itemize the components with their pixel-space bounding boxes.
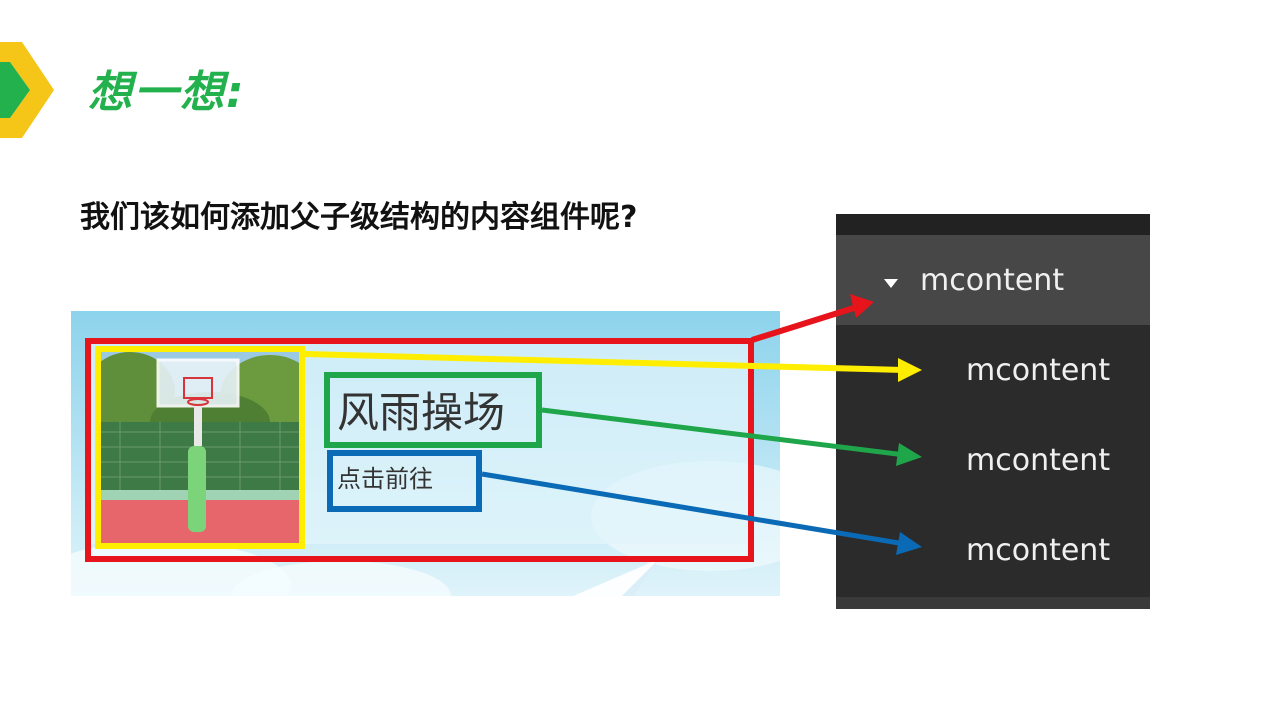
tree-panel-footer	[836, 597, 1150, 609]
tree-item-child[interactable]: mcontent	[836, 325, 1150, 415]
red-arrowhead-icon	[850, 294, 874, 318]
tree-item-child[interactable]: mcontent	[836, 415, 1150, 505]
tree-item-label: mcontent	[920, 262, 1065, 298]
red-arrow-line	[751, 303, 861, 343]
image-highlight	[95, 346, 305, 549]
tree-item-label: mcontent	[966, 352, 1111, 388]
yellow-arrow-line	[304, 351, 906, 373]
tree-item-label: mcontent	[966, 532, 1111, 568]
caret-down-icon[interactable]	[884, 279, 898, 288]
tree-item-child[interactable]: mcontent	[836, 505, 1150, 595]
card-link[interactable]: 点击前往	[337, 465, 433, 493]
slide-question: 我们该如何添加父子级结构的内容组件呢?	[80, 200, 638, 235]
basketball-court-image	[100, 352, 300, 548]
tree-item-label: mcontent	[966, 442, 1111, 478]
tree-panel-header	[836, 214, 1150, 235]
link-highlight	[327, 450, 482, 512]
green-arrow-line	[541, 407, 906, 458]
corner-chevron-decoration	[0, 42, 54, 138]
title-highlight	[324, 372, 542, 448]
component-tree-panel: mcontent mcontent mcontent mcontent	[836, 214, 1150, 609]
blue-arrow-line	[481, 471, 906, 547]
green-arrowhead-icon	[896, 443, 922, 466]
paper-plane-icon	[573, 559, 659, 596]
yellow-arrowhead-icon	[898, 358, 922, 382]
outer-container-highlight	[85, 338, 754, 562]
card-title: 风雨操场	[337, 388, 506, 437]
blue-arrowhead-icon	[896, 532, 922, 555]
slide-heading: 想一想:	[88, 67, 246, 118]
tree-item-parent[interactable]: mcontent	[836, 235, 1150, 325]
